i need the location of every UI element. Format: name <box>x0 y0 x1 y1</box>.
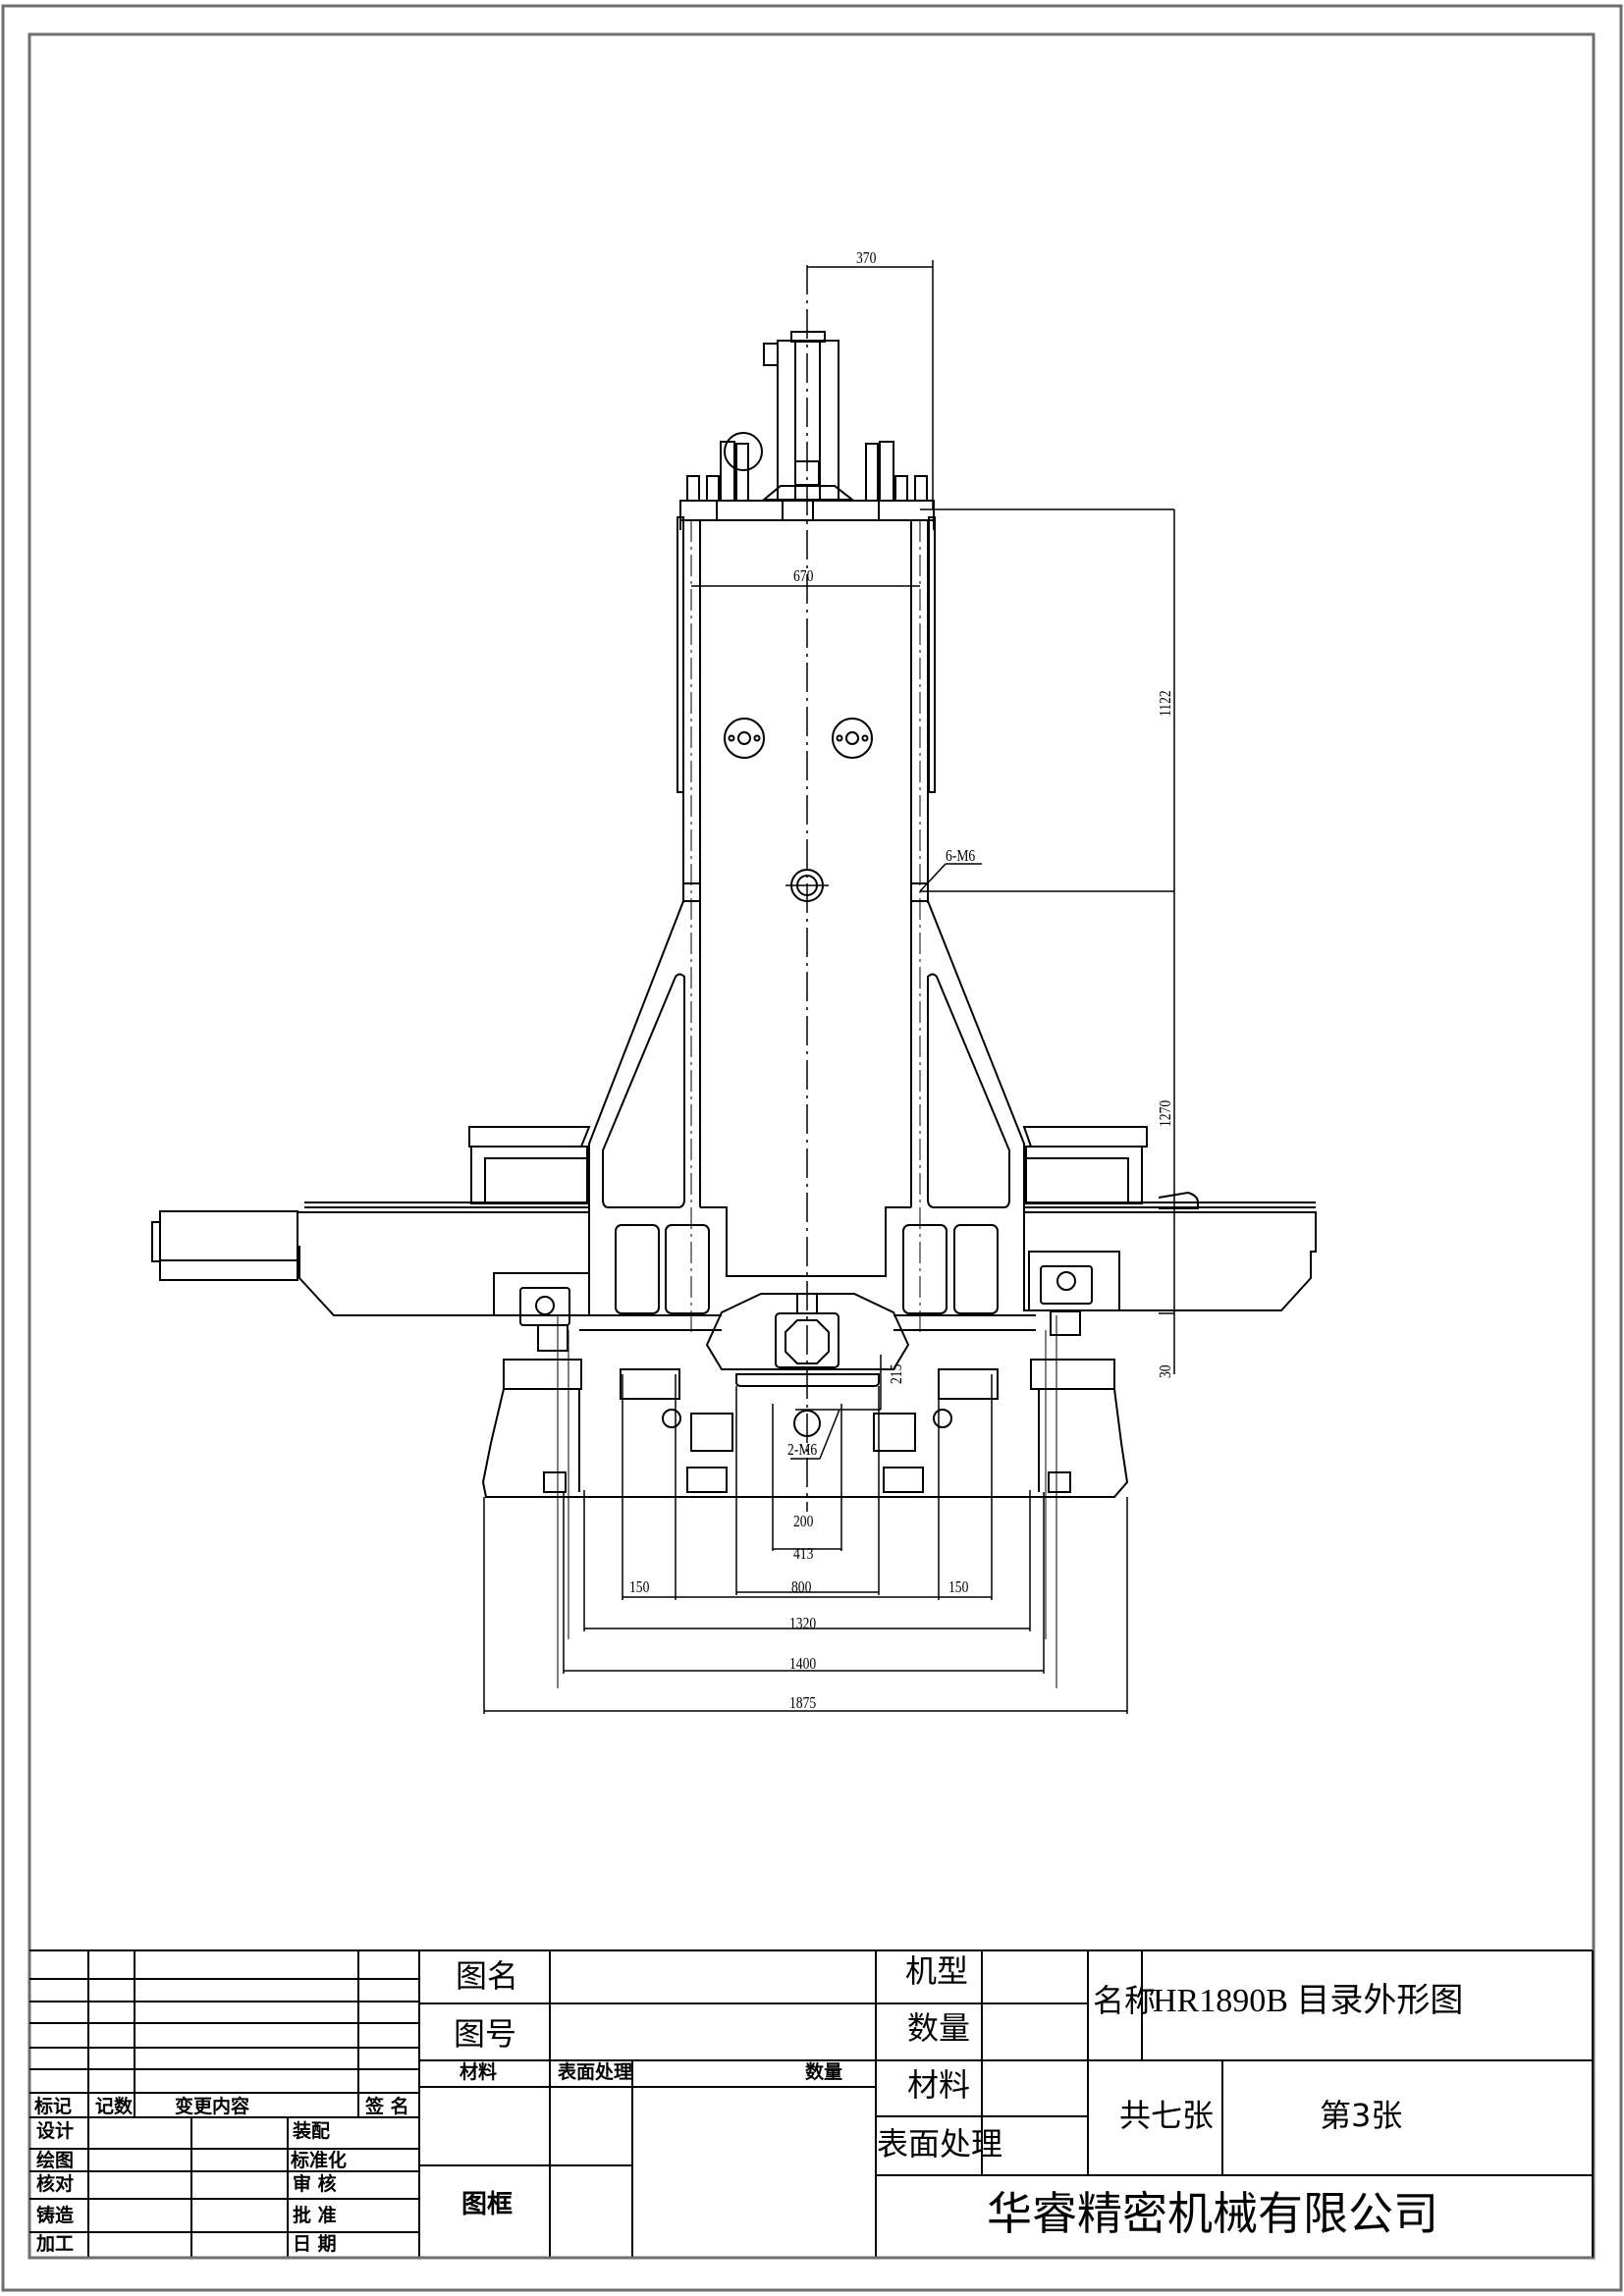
model-label: 机型 <box>905 1952 969 1990</box>
dimension-lines <box>483 260 1175 1714</box>
company-name: 华睿精密机械有限公司 <box>987 2187 1438 2240</box>
rev-header-content: 变更内容 <box>175 2096 250 2117</box>
surface-header: 表面处理 <box>558 2061 633 2083</box>
dim-1875: 1875 <box>789 1693 817 1712</box>
dim-1320: 1320 <box>789 1614 817 1632</box>
drawing-title: HR1890B 目录外形图 <box>1153 1983 1464 2019</box>
machine-front-view <box>151 265 1317 1688</box>
rev-header-count: 记数 <box>95 2096 134 2117</box>
label-review: 审 核 <box>293 2173 337 2195</box>
label-drawing: 绘图 <box>36 2150 75 2171</box>
title-block-grid <box>29 1949 1594 2260</box>
material-label: 材料 <box>907 2066 971 2104</box>
rev-header-signature: 签 名 <box>365 2096 409 2117</box>
hole-spec-2-m6: 2-M6 <box>787 1440 818 1459</box>
inner-border <box>27 32 1596 2260</box>
quantity-header: 数量 <box>805 2061 843 2083</box>
dim-800: 800 <box>791 1577 812 1596</box>
dim-370: 370 <box>856 248 877 267</box>
surface-label: 表面处理 <box>877 2125 1003 2163</box>
dim-1400: 1400 <box>789 1654 817 1673</box>
frame-label: 图框 <box>461 2190 514 2219</box>
dim-1122: 1122 <box>1156 690 1174 717</box>
dim-200: 200 <box>793 1512 814 1530</box>
hole-spec-6-m6: 6-M6 <box>946 846 976 865</box>
label-check: 核对 <box>36 2173 75 2195</box>
dim-413: 413 <box>793 1544 814 1563</box>
label-approve: 批 准 <box>293 2205 337 2226</box>
dim-150-right: 150 <box>948 1577 969 1596</box>
drawing-name-label: 图名 <box>456 1957 519 1995</box>
dim-670: 670 <box>793 566 814 585</box>
label-casting: 铸造 <box>36 2205 75 2226</box>
quantity-label: 数量 <box>907 2009 971 2047</box>
dim-1270: 1270 <box>1156 1099 1174 1127</box>
label-date: 日 期 <box>293 2233 337 2255</box>
label-machining: 加工 <box>36 2233 75 2255</box>
material-header: 材料 <box>460 2061 498 2083</box>
dim-30: 30 <box>1156 1364 1174 1378</box>
label-assembly: 装配 <box>293 2120 331 2142</box>
total-sheets: 共七张 <box>1119 2097 1215 2134</box>
label-standardization: 标准化 <box>291 2150 348 2171</box>
label-design: 设计 <box>36 2120 75 2142</box>
drawing-number-label: 图号 <box>454 2015 517 2053</box>
outer-border <box>1 4 1623 2292</box>
dim-215: 215 <box>887 1363 905 1384</box>
sheet-number: 第3张 <box>1320 2097 1403 2134</box>
rev-header-mark: 标记 <box>34 2096 73 2117</box>
name-label: 名称 <box>1093 1982 1157 2019</box>
dim-150-left: 150 <box>629 1577 650 1596</box>
